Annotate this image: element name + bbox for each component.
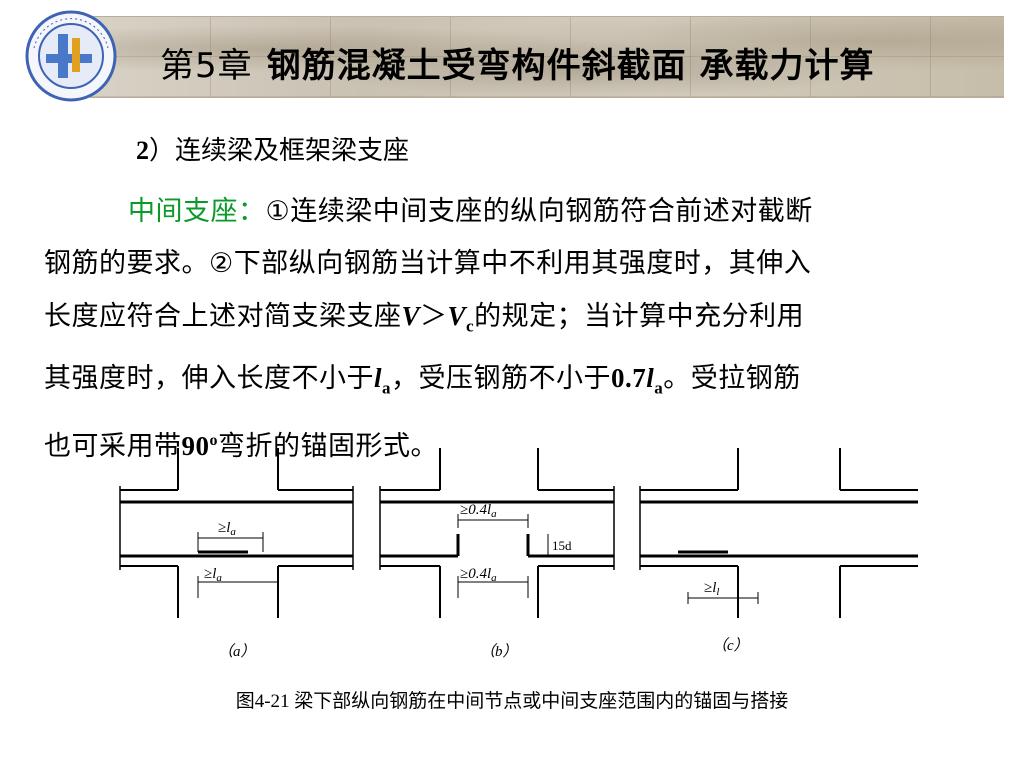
text-line-5a: 也可采用带 [44,430,182,462]
symbol-V: V [401,301,421,331]
anchorage-diagrams: ≥la ≥la （a） ≥0.4la 15d ≥0.4la （b） [119,448,918,660]
text-line-4c: 。受拉钢筋 [663,363,801,395]
diagram-b [379,448,615,618]
fig-a-bottom-label: ≥la [204,566,222,584]
symbol-gt: ＞ [420,301,448,332]
text-line-5b: 弯折的锚固形式。 [218,430,438,462]
fig-a-caption: （a） [218,643,256,660]
fig-b-top-label: ≥0.4la [460,502,497,520]
chapter-label: 第5章 [160,46,253,86]
body-paragraph: 中间支座：①连续梁中间支座的纵向钢筋符合前述对截断 钢筋的要求。②下部纵向钢筋当… [44,186,1019,473]
symbol-coef: 0.7 [611,363,647,394]
symbol-la2-sub: a [654,378,664,398]
fig-b-bottom-label: ≥0.4la [460,566,497,584]
symbol-la2: l [646,363,655,394]
fig-a-top-label: ≥la [218,520,236,538]
section-heading: 2）连续梁及框架梁支座 [136,130,409,167]
fig-c-caption: （c） [712,637,749,654]
page-title: 第5章钢筋混凝土受弯构件斜截面 承载力计算 [160,38,874,87]
symbol-Vc: V [447,301,467,331]
symbol-la: l [374,363,383,394]
text-line-4a: 其强度时，伸入长度不小于 [44,363,374,395]
text-line-3a: 长度应符合上述对简支梁支座 [44,301,402,332]
section-label: ）连续梁及框架梁支座 [149,136,410,166]
fig-b-side-label: 15d [552,538,572,553]
text-line-2: 钢筋的要求。②下部纵向钢筋当计算中不利用其强度时，其伸入 [44,248,812,279]
symbol-deg: 90 [181,430,210,461]
header-banner: 第5章钢筋混凝土受弯构件斜截面 承载力计算 [0,0,1024,102]
highlight-term: 中间支座： [128,196,266,227]
section-number: 2 [136,136,149,165]
text-line-4b: ，受压钢筋不小于 [391,363,612,395]
fig-b-caption: （b） [480,643,518,660]
symbol-la-sub: a [382,378,392,398]
chapter-title: 钢筋混凝土受弯构件斜截面 承载力计算 [266,46,875,86]
map-background [90,16,1004,98]
symbol-deg-sup: o [209,431,218,449]
text-line-1: ①连续梁中间支座的纵向钢筋符合前述对截断 [265,196,813,227]
diagram-c [639,448,918,618]
figure-caption: 图4-21 梁下部纵向钢筋在中间节点或中间支座范围内的锚固与搭接 [235,691,789,712]
diagram-a [119,448,354,618]
fig-c-label: ≥ll [704,580,719,598]
text-line-3b: 的规定；当计算中充分利用 [474,301,805,332]
university-logo [25,10,117,102]
symbol-Vc-sub: c [466,316,475,336]
